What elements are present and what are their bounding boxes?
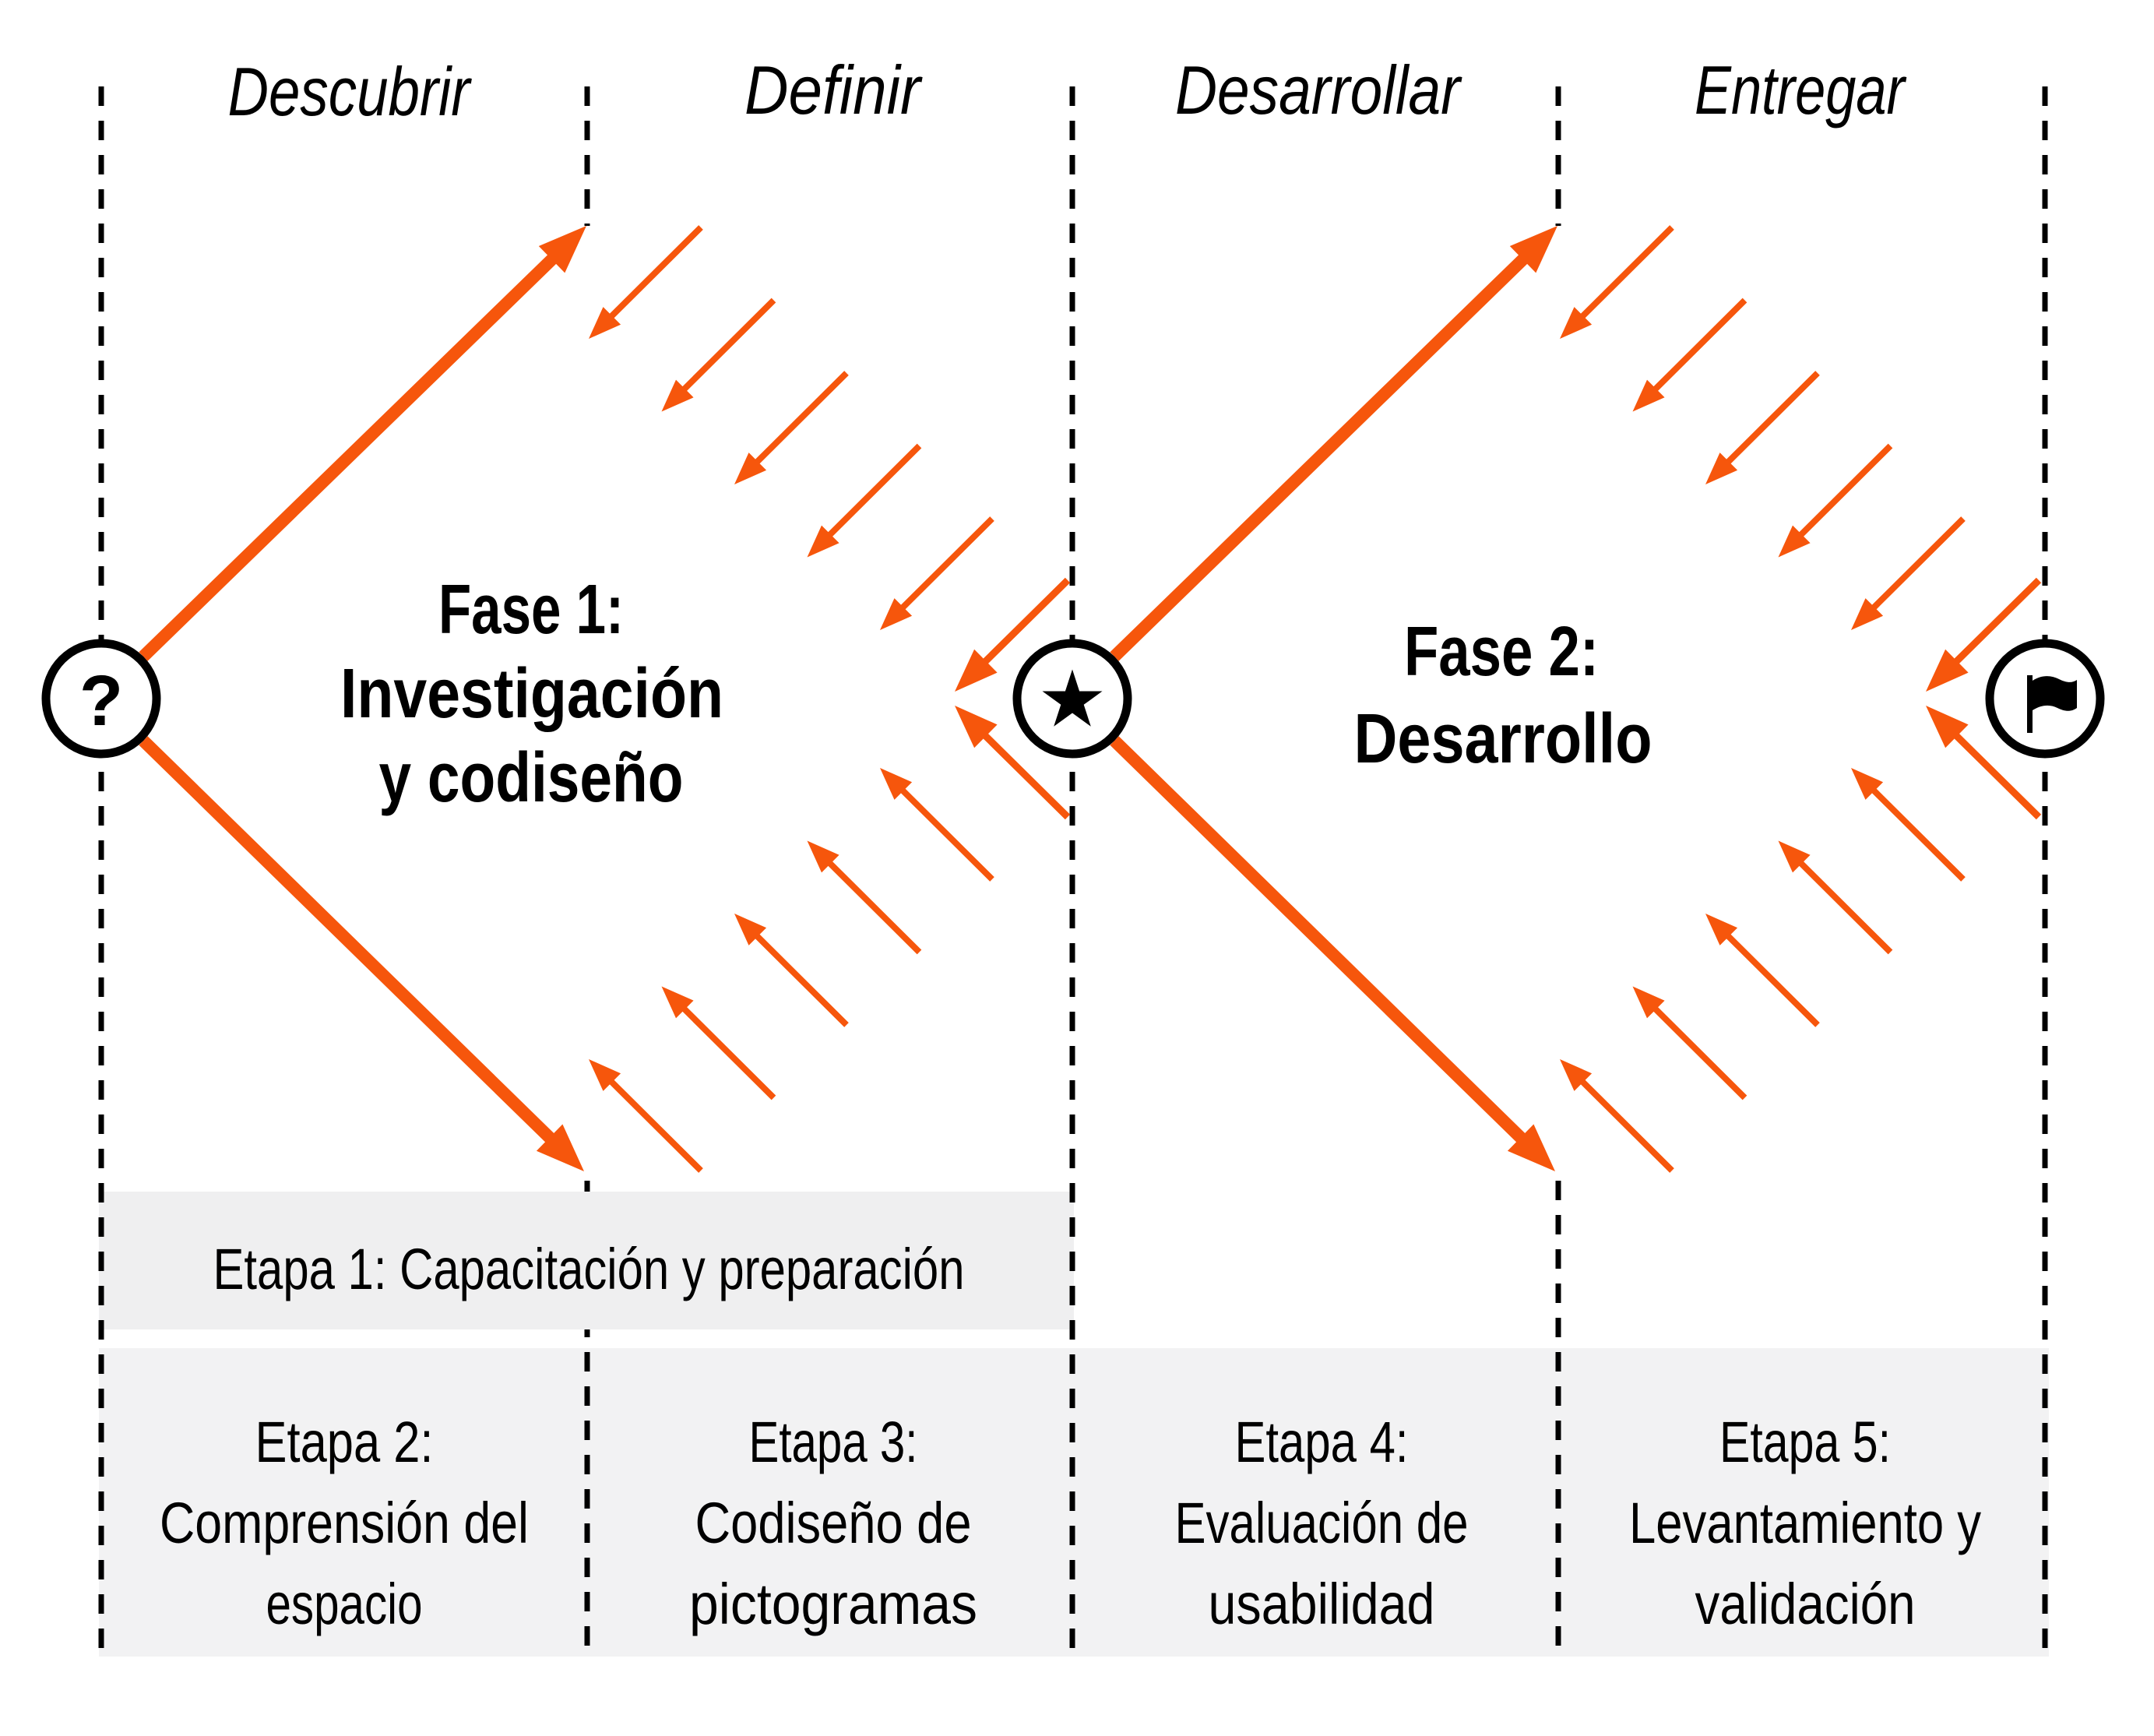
svg-text:Desarrollar: Desarrollar xyxy=(1175,51,1462,129)
svg-text:?: ? xyxy=(79,661,123,741)
svg-text:Etapa 5:: Etapa 5: xyxy=(1719,1410,1891,1474)
svg-text:y codiseño: y codiseño xyxy=(379,739,684,817)
svg-text:Codiseño de: Codiseño de xyxy=(695,1491,972,1555)
svg-text:Fase 2:: Fase 2: xyxy=(1404,613,1599,691)
svg-text:Etapa 3:: Etapa 3: xyxy=(749,1410,918,1474)
svg-text:pictogramas: pictogramas xyxy=(689,1572,977,1636)
svg-text:Investigación: Investigación xyxy=(340,655,723,733)
svg-text:Etapa 1: Capacitación y prepar: Etapa 1: Capacitación y preparación xyxy=(213,1237,965,1301)
svg-text:Comprensión del: Comprensión del xyxy=(160,1491,529,1555)
svg-text:Evaluación de: Evaluación de xyxy=(1175,1491,1469,1555)
svg-text:validación: validación xyxy=(1695,1572,1916,1636)
svg-text:Fase 1:: Fase 1: xyxy=(438,571,624,649)
svg-text:Definir: Definir xyxy=(744,51,923,129)
svg-text:Descubrir: Descubrir xyxy=(228,53,473,130)
svg-text:Etapa 4:: Etapa 4: xyxy=(1235,1410,1409,1474)
svg-text:Desarrollo: Desarrollo xyxy=(1354,700,1652,778)
svg-text:Etapa 2:: Etapa 2: xyxy=(255,1410,434,1474)
svg-text:Entregar: Entregar xyxy=(1695,51,1907,129)
svg-text:espacio: espacio xyxy=(266,1572,423,1636)
svg-text:Levantamiento y: Levantamiento y xyxy=(1629,1491,1981,1555)
svg-text:usabilidad: usabilidad xyxy=(1209,1572,1435,1636)
